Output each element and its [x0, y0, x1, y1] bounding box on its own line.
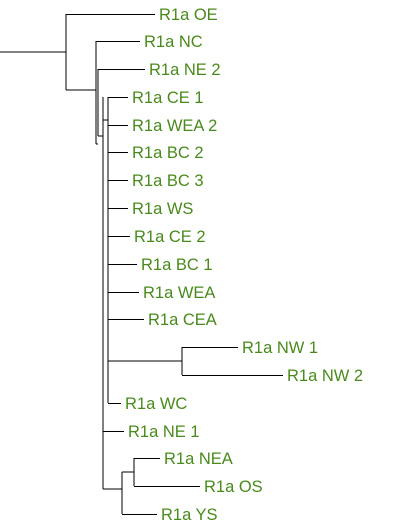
- leaf-label: R1a YS: [161, 506, 218, 524]
- leaf-label: R1a NE 2: [149, 61, 221, 79]
- leaf-label: R1a NC: [144, 33, 203, 51]
- leaf-label: R1a NW 1: [242, 339, 318, 357]
- leaf-label: R1a CE 1: [132, 89, 204, 107]
- leaf-labels: R1a OE R1a NC R1a NE 2 R1a CE 1 R1a WEA 2 R1a…: [125, 6, 363, 524]
- leaf-label: R1a BC 2: [132, 144, 204, 162]
- leaf-label: R1a WC: [125, 395, 187, 413]
- leaf-label: R1a WEA 2: [132, 117, 217, 135]
- leaf-label: R1a CEA: [148, 311, 217, 329]
- leaf-label: R1a NE 1: [128, 423, 200, 441]
- leaf-label: R1a OS: [204, 478, 263, 496]
- leaf-label: R1a BC 1: [141, 256, 213, 274]
- leaf-label: R1a NEA: [164, 450, 233, 468]
- tree-branches: [0, 14, 283, 515]
- leaf-label: R1a NW 2: [287, 367, 363, 385]
- leaf-label: R1a WEA: [143, 284, 215, 302]
- leaf-label: R1a CE 2: [134, 228, 206, 246]
- leaf-label: R1a OE: [159, 6, 218, 24]
- leaf-label: R1a BC 3: [132, 172, 204, 190]
- leaf-label: R1a WS: [132, 200, 193, 218]
